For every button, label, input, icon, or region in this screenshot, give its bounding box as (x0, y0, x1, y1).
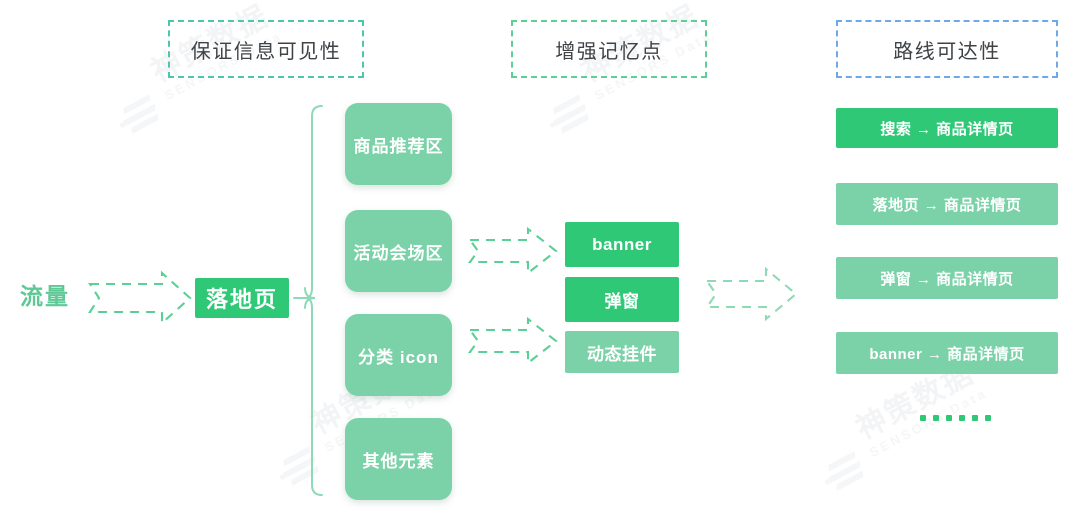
route-search-to-detail[interactable]: 搜索 → 商品详情页 (836, 108, 1058, 148)
node-label: 活动会场区 (353, 243, 444, 263)
section-header-label: 增强记忆点 (555, 40, 663, 63)
node-label: 动态挂件 (587, 344, 657, 364)
node-label: 落地页 → 商品详情页 (872, 196, 1022, 214)
node-label: 其他元素 (362, 451, 435, 471)
node-landing-page[interactable]: 落地页 (195, 278, 289, 318)
route-popup-to-detail[interactable]: 弹窗 → 商品详情页 (836, 257, 1058, 299)
watermark-logo-icon (112, 86, 169, 138)
node-dynamic-widget[interactable]: 动态挂件 (565, 331, 679, 373)
node-category-icon[interactable]: 分类 icon (345, 314, 452, 396)
node-label: banner → 商品详情页 (869, 345, 1025, 363)
watermark-logo-icon (817, 443, 874, 495)
traffic-source-label: 流量 (20, 283, 70, 309)
node-label: 弹窗 (604, 292, 640, 311)
section-header-memory: 增强记忆点 (511, 20, 707, 78)
section-header-reachability: 路线可达性 (836, 20, 1058, 78)
node-product-recommendation[interactable]: 商品推荐区 (345, 103, 452, 185)
watermark-en: SENSORS Data (866, 385, 990, 461)
section-header-label: 路线可达性 (893, 40, 1001, 63)
node-label: 商品推荐区 (353, 136, 444, 156)
route-banner-to-detail[interactable]: banner → 商品详情页 (836, 332, 1058, 374)
arrow-icon-to-memory (467, 316, 558, 366)
node-popup[interactable]: 弹窗 (565, 277, 679, 322)
arrow-memory-to-routes (704, 266, 798, 322)
node-campaign-venue[interactable]: 活动会场区 (345, 210, 452, 292)
section-header-label: 保证信息可见性 (190, 40, 342, 63)
arrow-traffic-to-landing (88, 270, 192, 326)
brace-landing-to-elements (293, 105, 323, 496)
node-other-elements[interactable]: 其他元素 (345, 418, 452, 500)
node-banner[interactable]: banner (565, 222, 679, 267)
arrow-venue-to-memory (467, 226, 558, 276)
watermark-logo-icon (542, 86, 599, 138)
node-label: 搜索 → 商品详情页 (880, 120, 1014, 138)
node-label: 分类 icon (358, 347, 439, 367)
section-header-visibility: 保证信息可见性 (168, 20, 364, 78)
node-label: 落地页 (205, 287, 278, 312)
route-landing-to-detail[interactable]: 落地页 → 商品详情页 (836, 183, 1058, 225)
routes-more-ellipsis (920, 415, 991, 421)
node-label: banner (592, 234, 652, 254)
node-label: 弹窗 → 商品详情页 (880, 270, 1014, 288)
watermark-logo-icon (272, 438, 329, 490)
